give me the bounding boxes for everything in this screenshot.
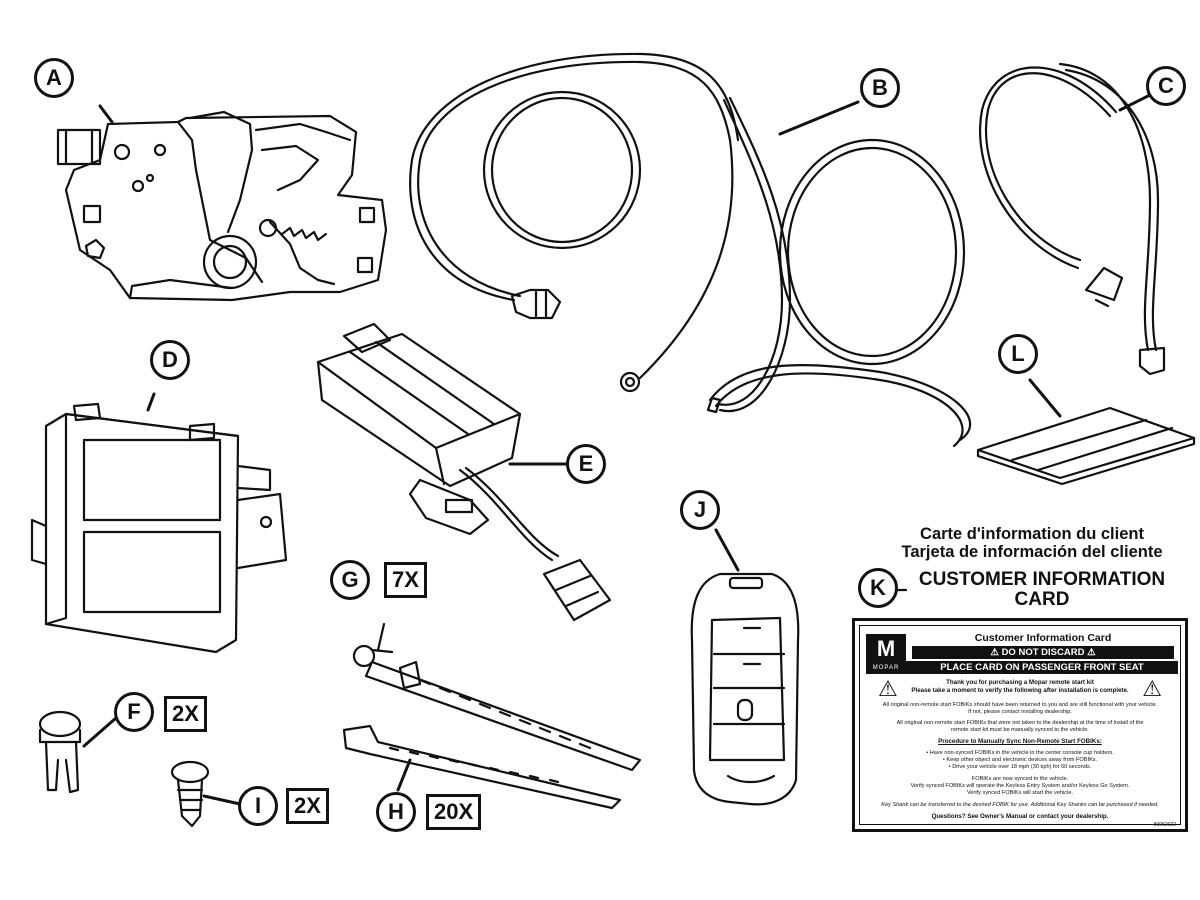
callout-h: H [376,792,416,832]
card-heading-en-line2: CARD [1014,588,1070,610]
callout-b: B [860,68,900,108]
qty-g: 7X [384,562,427,598]
questions-line: Questions? See Owner's Manual or contact… [931,813,1109,820]
callout-c: C [1146,66,1186,106]
thanks-line-1: Thank you for purchasing a Mopar remote … [946,679,1094,686]
card-inner-border: M MOPAR Customer Information Card ⚠ DO N… [859,625,1181,828]
procedure-heading: Procedure to Manually Sync Non-Remote St… [938,738,1102,745]
card-heading-en: CUSTOMER INFORMATION CARD [900,570,1184,610]
qty-i: 2X [286,788,329,824]
place-card-banner: PLACE CARD ON PASSENGER FRONT SEAT [906,661,1178,674]
mopar-logo-text: MOPAR [872,665,900,671]
para-1b: If not, please contact installing dealer… [968,709,1072,715]
warning-triangle-icon: ⚠ [1142,676,1162,701]
mopar-logo-mark: M [876,636,896,661]
warning-triangle-icon: ⚠ [878,676,898,701]
part-a-hood-latch [56,104,388,302]
para-1a: All original non-remote start FOBIKs sho… [882,702,1158,708]
para-2a: All original non-remote start FOBIKs tha… [896,720,1144,726]
card-title: Customer Information Card [974,632,1112,644]
callout-d: D [150,340,190,380]
part-h-zip-tie [342,724,622,810]
card-heading-fr: Carte d'information du client [920,525,1144,543]
customer-information-card: M MOPAR Customer Information Card ⚠ DO N… [852,618,1188,832]
part-j-key-fob [690,528,800,806]
part-f-push-pin [38,710,118,794]
callout-j: J [680,490,720,530]
warning-icon: ⚠ [1087,647,1096,658]
procedure-step-1: • Have non-synced FOBIKs in the vehicle … [926,750,1114,756]
synced-line-1: FOBIKs are now synced to the vehicle. [971,776,1069,782]
synced-line-2: Verify synced FOBIKs will operate the Ke… [910,783,1130,789]
callout-k: K [858,568,898,608]
callout-e: E [566,444,606,484]
card-heading-en-line1: CUSTOMER INFORMATION [918,569,1166,590]
part-b-wire-harness [409,52,972,448]
callout-g: G [330,560,370,600]
callout-l: L [998,334,1038,374]
mopar-logo: M MOPAR [866,634,906,674]
synced-line-3: Verify synced FOBIKs will start the vehi… [966,790,1073,796]
qty-h: 20X [426,794,482,830]
procedure-step-2: • Keep other object and electronic devic… [942,757,1098,763]
part-c-wire [979,62,1166,376]
part-l-adhesive-pad [976,378,1196,486]
para-2b: remote start kit must be manually synced… [951,727,1089,733]
card-heading-es: Tarjeta de información del cliente [901,543,1163,561]
part-i-clip [170,760,242,828]
key-shank-note: Key Shank can be transferred to the desi… [881,802,1159,808]
warning-icon: ⚠ [990,647,999,658]
card-code: 80952022 [1153,822,1176,828]
do-not-discard-text: DO NOT DISCARD [1001,647,1085,658]
procedure-step-3: • Drive your vehicle over 18 mph (30 kph… [948,764,1092,770]
callout-f: F [114,692,154,732]
part-g-push-pin-zip-tie [352,622,642,772]
thanks-line-2: Please take a moment to verify the follo… [911,687,1129,694]
part-e-antenna-module [316,322,612,622]
callout-i: I [238,786,278,826]
part-d-module [30,392,288,654]
qty-f: 2X [164,696,207,732]
do-not-discard-banner: ⚠ DO NOT DISCARD ⚠ [912,646,1174,659]
callout-a: A [34,58,74,98]
